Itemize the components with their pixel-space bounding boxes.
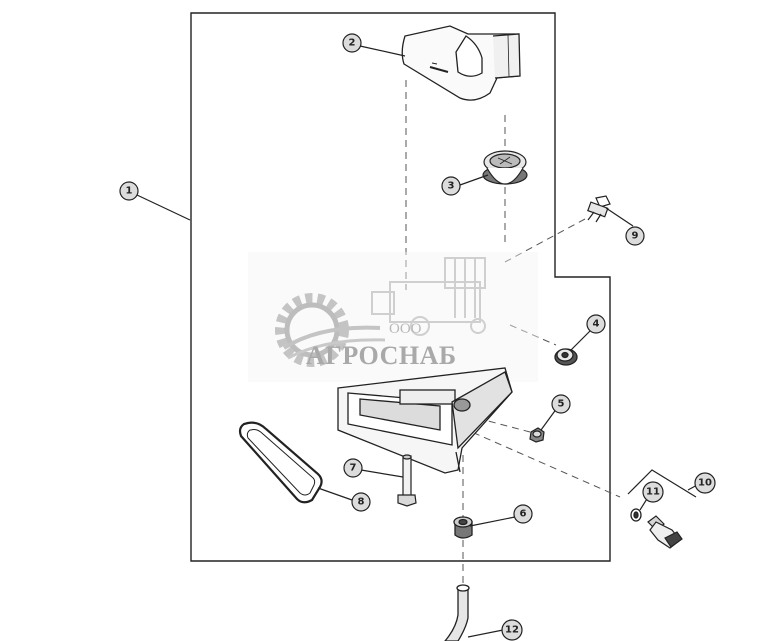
svg-text:4: 4 — [593, 319, 600, 330]
callout-11: 11 — [642, 481, 664, 503]
svg-text:1: 1 — [126, 186, 133, 197]
thermostat — [482, 150, 528, 185]
watermark-combine-icon — [371, 257, 486, 336]
watermark-name: АГРОСНАБ — [306, 341, 457, 370]
sleeve-6 — [453, 516, 473, 539]
svg-text:3: 3 — [448, 181, 455, 192]
bolt-7 — [397, 454, 417, 507]
oring-11 — [630, 508, 642, 522]
callout-9: 9 — [625, 226, 645, 246]
pipe-12 — [444, 584, 470, 641]
callout-5: 5 — [551, 394, 571, 414]
callout-2: 2 — [342, 33, 362, 53]
callouts: 1 2 3 4 5 6 7 8 — [119, 33, 716, 641]
bolt-9 — [587, 195, 611, 223]
callout-8: 8 — [351, 492, 371, 512]
water-outlet-manifold — [337, 367, 513, 474]
svg-text:2: 2 — [349, 38, 356, 49]
svg-text:10: 10 — [698, 478, 712, 489]
svg-text:12: 12 — [505, 625, 519, 636]
watermark-prefix: ООО — [389, 321, 422, 337]
gasket-8 — [238, 421, 323, 504]
svg-text:5: 5 — [558, 399, 565, 410]
callout-4: 4 — [586, 314, 606, 334]
leader-lines — [136, 45, 700, 638]
thermostat-housing — [401, 25, 521, 101]
callout-3: 3 — [441, 176, 461, 196]
washer-4 — [554, 348, 578, 366]
alignment-lines — [405, 80, 621, 584]
svg-text:11: 11 — [646, 487, 660, 498]
svg-text:6: 6 — [520, 509, 527, 520]
assembly-outline — [190, 12, 611, 562]
svg-text:8: 8 — [358, 497, 365, 508]
watermark-gear-icon — [275, 293, 386, 367]
watermark: ООО АГРОСНАБ — [248, 252, 538, 382]
callout-1: 1 — [119, 181, 139, 201]
svg-text:7: 7 — [350, 463, 357, 474]
callout-12: 12 — [501, 619, 523, 641]
callout-7: 7 — [343, 458, 363, 478]
nut-5 — [529, 427, 545, 443]
callout-10: 10 — [694, 472, 716, 494]
temperature-sensor-10 — [647, 515, 683, 549]
callout-6: 6 — [513, 504, 533, 524]
svg-text:9: 9 — [632, 231, 639, 242]
part-group-bracket — [627, 469, 697, 498]
